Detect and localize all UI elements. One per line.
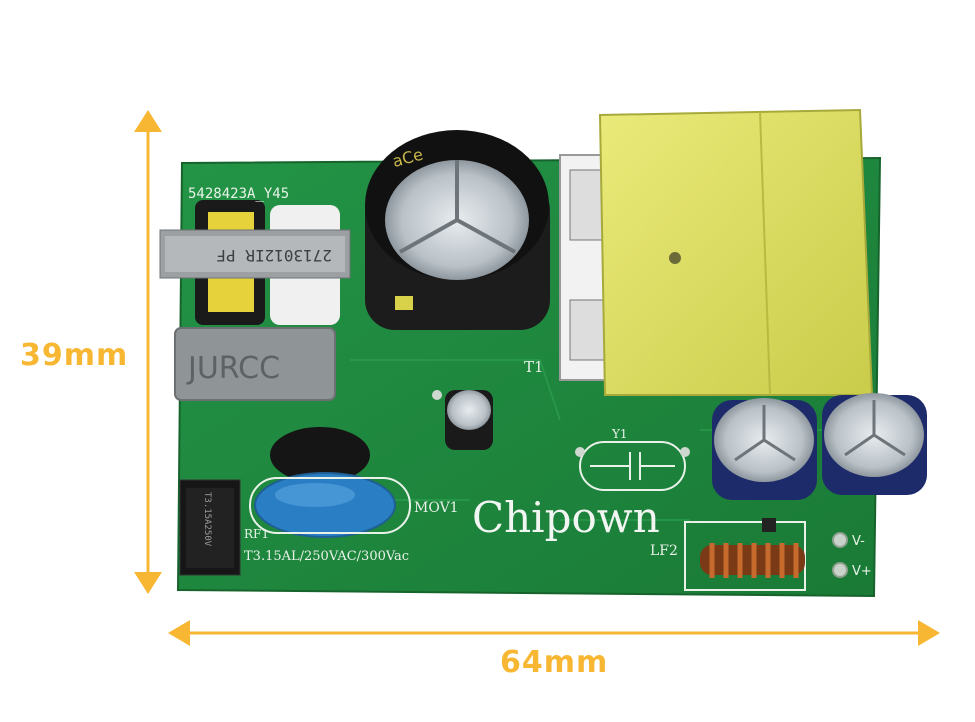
inductor-marking: 2713012IR PF xyxy=(216,246,332,265)
choke-marking: JURCC xyxy=(186,351,280,386)
output-capacitor-2 xyxy=(822,393,927,495)
output-capacitor-1 xyxy=(712,398,817,500)
label-v-plus: V+ xyxy=(852,564,872,579)
input-inductor xyxy=(159,200,351,325)
height-label: 39mm xyxy=(20,338,129,373)
pad-v-plus xyxy=(832,562,848,578)
output-inductor-lf2 xyxy=(684,518,806,591)
label-t1: T1 xyxy=(524,358,544,376)
label-v-minus: V- xyxy=(852,534,865,549)
label-mov1: MOV1 xyxy=(414,500,459,516)
bulk-capacitor xyxy=(365,130,550,330)
width-dimension-arrow xyxy=(168,620,940,646)
brand-label: Chipown xyxy=(472,493,660,542)
common-mode-choke xyxy=(174,327,336,401)
label-lf2: LF2 xyxy=(650,543,678,559)
pad-v-minus xyxy=(832,532,848,548)
label-y1: Y1 xyxy=(611,427,628,441)
y1-outline xyxy=(579,441,686,491)
fuse-rf1 xyxy=(179,479,241,576)
label-rf1: RF1 xyxy=(244,527,269,541)
transformer-t1 xyxy=(559,108,874,396)
fuse-marking: T3.15A250V xyxy=(202,492,212,547)
ntc-thermistor xyxy=(270,427,370,483)
height-dimension-arrow xyxy=(134,110,162,594)
part-number-label: 5428423A_Y45 xyxy=(188,186,289,202)
width-label: 64mm xyxy=(500,645,609,680)
label-fuse-rating: T3.15AL/250VAC/300Vac xyxy=(244,549,409,564)
small-capacitor xyxy=(432,390,493,450)
varistor-mov1 xyxy=(249,472,411,538)
